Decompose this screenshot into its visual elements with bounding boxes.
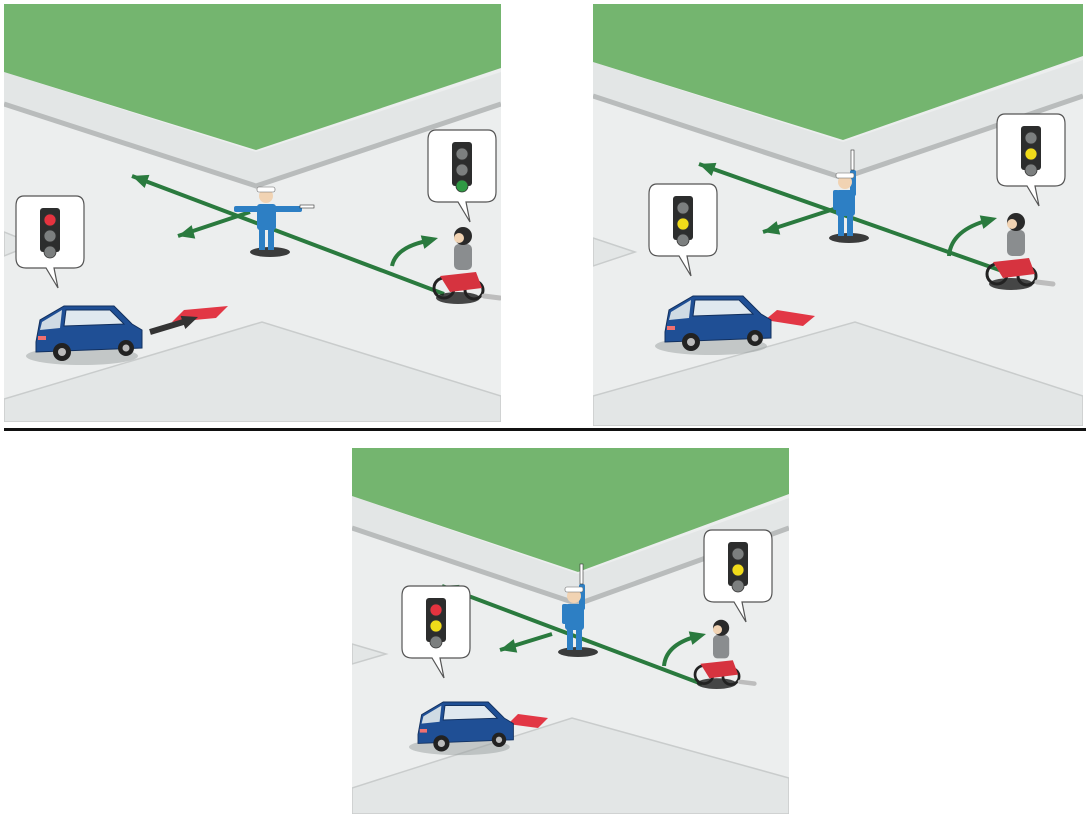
sidewalk-left — [352, 643, 389, 665]
car-traffic-light-bubble — [648, 183, 718, 277]
route-arrow-left-icon — [500, 639, 518, 653]
car-traffic-light-bubble-lamp-1 — [43, 213, 57, 227]
traffic-light-icon — [728, 542, 748, 593]
car-icon — [655, 295, 772, 355]
moto-traffic-light-bubble-lamp-2 — [1024, 147, 1038, 161]
car-traffic-light-bubble — [15, 195, 85, 289]
traffic-light-icon — [40, 208, 60, 259]
panel-divider — [4, 428, 1086, 431]
moto-traffic-light-bubble-lamp-3 — [455, 179, 469, 193]
grass-area — [352, 448, 789, 572]
moto-traffic-light-bubble-lamp-3 — [731, 579, 745, 593]
intersection-panel-2 — [593, 4, 1083, 426]
grass-area — [593, 4, 1083, 140]
moto-traffic-light-bubble-lamp-3 — [1024, 163, 1038, 177]
curb-far — [4, 101, 501, 189]
traffic-light-icon — [1021, 126, 1041, 177]
car-traffic-light-bubble-lamp-2 — [676, 217, 690, 231]
traffic-officer-icon — [829, 149, 869, 243]
route-arrow-left-icon — [763, 221, 781, 235]
moto-traffic-light-bubble — [703, 529, 773, 623]
car-traffic-light-bubble — [401, 585, 471, 679]
sidewalk-far — [593, 60, 1083, 178]
intersection-panel-1 — [4, 4, 501, 422]
car-traffic-light-bubble-lamp-1 — [429, 603, 443, 617]
route-arrow-right-turn-icon — [979, 215, 997, 229]
moto-traffic-light-bubble — [427, 129, 497, 223]
route-arrow-straight-icon — [132, 174, 150, 189]
car-arrow-head — [180, 315, 198, 330]
motorcycle-icon — [693, 619, 757, 689]
moto-traffic-light-bubble-lamp-2 — [455, 163, 469, 177]
intersection-scene — [352, 448, 789, 814]
sidewalk-left — [593, 237, 638, 267]
motorcycle-icon — [432, 227, 501, 304]
route-arrow-right-turn-icon — [420, 235, 438, 249]
traffic-light-icon — [673, 196, 693, 247]
route-arrow-straight-icon — [699, 162, 717, 177]
moto-traffic-light-bubble — [996, 113, 1066, 207]
sidewalk-near — [4, 321, 501, 422]
sidewalk-near — [593, 321, 1083, 426]
motorcycle-icon — [985, 213, 1056, 290]
moto-traffic-light-bubble-lamp-1 — [1024, 131, 1038, 145]
route-arrow-left-icon — [178, 225, 196, 239]
traffic-officer-icon — [234, 186, 315, 257]
stop-line — [508, 714, 548, 728]
sidewalk-far — [352, 496, 789, 604]
car-icon — [409, 701, 514, 756]
grass-area — [4, 4, 501, 150]
traffic-light-icon — [452, 142, 472, 193]
car-traffic-light-bubble-lamp-3 — [43, 245, 57, 259]
intersection-scene — [4, 4, 501, 422]
car-movement-arrow-icon — [149, 315, 198, 335]
sidewalk-near — [352, 717, 789, 814]
car-traffic-light-bubble-lamp-3 — [676, 233, 690, 247]
stop-line — [765, 310, 815, 326]
sidewalk-far — [4, 72, 501, 186]
moto-traffic-light-bubble-lamp-1 — [455, 147, 469, 161]
moto-traffic-light-bubble-lamp-1 — [731, 547, 745, 561]
traffic-officer-icon — [558, 563, 598, 657]
intersection-scene — [593, 4, 1083, 426]
traffic-light-icon — [426, 598, 446, 649]
car-traffic-light-bubble-lamp-3 — [429, 635, 443, 649]
car-traffic-light-bubble-lamp-1 — [676, 201, 690, 215]
moto-traffic-light-bubble-lamp-2 — [731, 563, 745, 577]
car-traffic-light-bubble-lamp-2 — [429, 619, 443, 633]
car-traffic-light-bubble-lamp-2 — [43, 229, 57, 243]
intersection-panel-3 — [352, 448, 789, 814]
route-arrow-right-turn-icon — [688, 631, 706, 645]
route-arrows — [131, 174, 445, 296]
car-icon — [26, 305, 143, 365]
